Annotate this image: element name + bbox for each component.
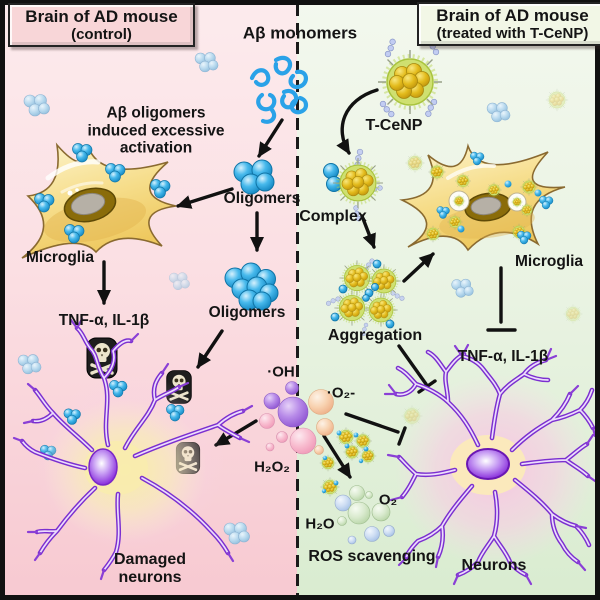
left-panel-title: Brain of AD mouse (control) xyxy=(8,3,195,47)
ab-monomer-squiggles xyxy=(249,55,309,124)
complex-label: Complex xyxy=(299,207,367,225)
aggregation-label: Aggregation xyxy=(327,326,423,344)
microglia-left-label: Microglia xyxy=(25,249,95,267)
damaged-neuron xyxy=(12,317,254,581)
caption-line1: Aβ oligomers xyxy=(106,104,206,122)
right-panel-title: Brain of AD mouse (treated with T-CeNP) xyxy=(417,2,600,46)
microglia-right-label: Microglia xyxy=(514,253,584,271)
microglia-cell-right xyxy=(399,143,566,252)
healthy-neuron-nucleus xyxy=(466,448,510,480)
hydroxyl-label: ·OH xyxy=(267,363,295,381)
caption-line2: induced excessive xyxy=(87,122,225,140)
cytokines-left-label: TNF-α, IL-1β xyxy=(58,312,150,330)
tcenp-label: T-CeNP xyxy=(365,116,423,134)
oligomers-label-1: Oligomers xyxy=(223,190,301,208)
oxygen-label: O₂ xyxy=(378,491,398,509)
left-title-line1: Brain of AD mouse xyxy=(25,7,178,26)
caption-line3: activation xyxy=(119,139,193,157)
peroxide-label: H₂O₂ xyxy=(254,458,290,476)
ros-scavenging-particles xyxy=(319,426,395,545)
microglia-nucleus-right xyxy=(464,192,512,222)
damaged-line2: neurons xyxy=(118,569,182,586)
neurons-label: Neurons xyxy=(461,556,527,574)
inhibition-line-aggregation xyxy=(397,344,428,386)
oligomers-label-2: Oligomers xyxy=(208,304,286,322)
superoxide-label: ·O₂- xyxy=(326,384,356,402)
excessive-activation-caption: Aβ oligomers induced excessive activatio… xyxy=(88,105,225,158)
ros-scavenging-label: ROS scavenging xyxy=(308,547,436,565)
damaged-neurons-label: Damaged neurons xyxy=(114,551,186,587)
complex-particle xyxy=(323,148,385,222)
damaged-line1: Damaged xyxy=(113,550,187,568)
healthy-neuron xyxy=(383,343,597,586)
left-title-line2: (control) xyxy=(71,26,132,43)
inhibition-line-ros xyxy=(344,412,400,434)
aggregation-cluster xyxy=(325,257,406,337)
ab-monomers-label: Aβ monomers xyxy=(242,23,358,43)
damaged-neuron-nucleus xyxy=(88,448,118,486)
microglia-nucleus-left xyxy=(63,187,117,223)
right-title-line2: (treated with T-CeNP) xyxy=(436,25,589,42)
cytokines-right-label: TNF-α, IL-1β xyxy=(457,348,549,366)
water-label: H₂O xyxy=(305,515,335,533)
water-oxygen-spheres xyxy=(334,485,395,545)
microglia-cell-left xyxy=(21,142,177,259)
right-title-line1: Brain of AD mouse xyxy=(436,6,589,25)
microglia-right-particles xyxy=(424,151,554,245)
ros-spheres xyxy=(259,381,334,455)
